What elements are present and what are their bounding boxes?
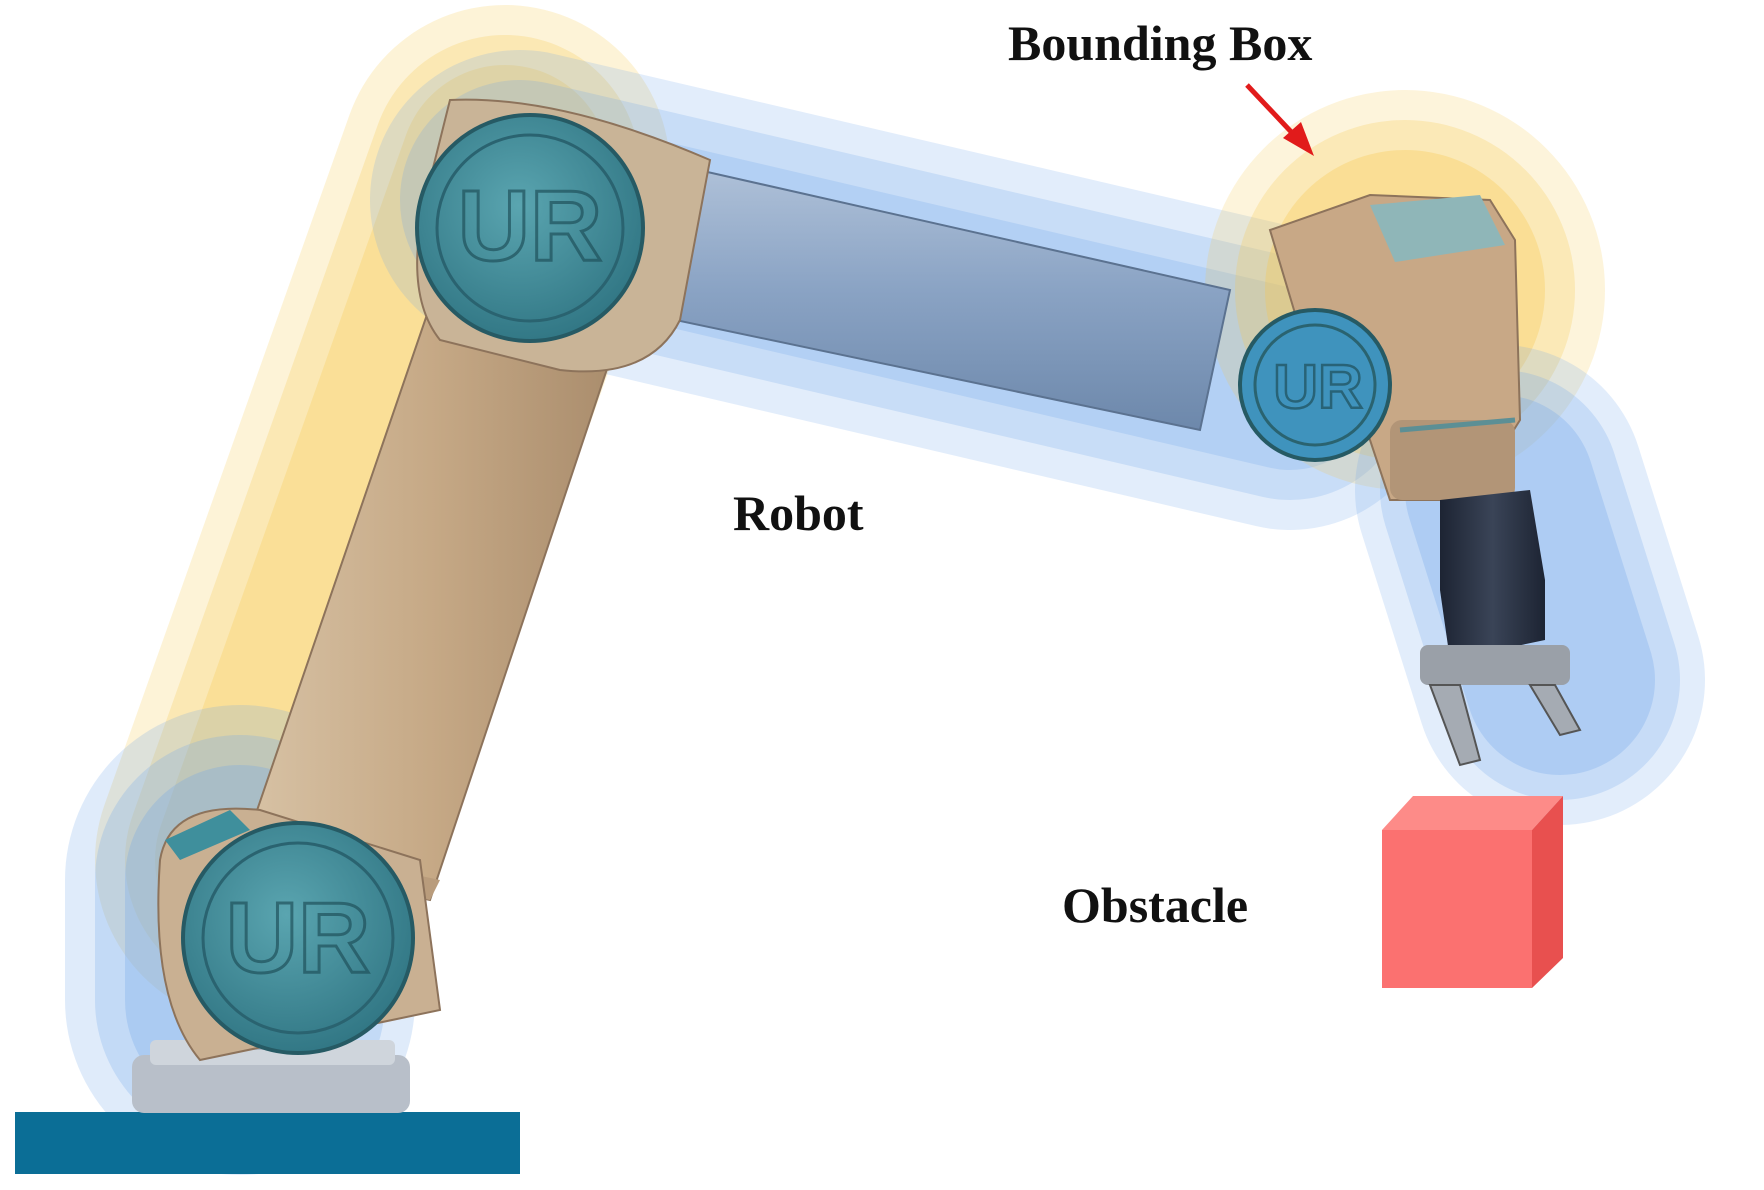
ur-logo: UR (226, 882, 370, 994)
base-plate (15, 1112, 520, 1174)
obstacle-top-face (1382, 796, 1563, 830)
joint-cap-shoulder: UR (181, 821, 415, 1055)
joint-cap-elbow: UR (415, 113, 645, 343)
robot-label: Robot (733, 485, 864, 541)
obstacle-front-face (1382, 830, 1532, 988)
robot-gripper (1420, 490, 1582, 767)
robot-wrist (1268, 193, 1522, 501)
robot: UR UR UR (132, 98, 1582, 1113)
bbox-arrow (1245, 83, 1314, 156)
ur-logo: UR (1273, 353, 1363, 422)
obstacle-label: Obstacle (1062, 877, 1249, 933)
joint-cap-wrist: UR (1238, 308, 1392, 462)
bounding-box-label: Bounding Box (1008, 15, 1313, 71)
ur-logo: UR (458, 170, 602, 282)
obstacle-side-face (1532, 796, 1563, 988)
obstacle-cube (1382, 796, 1563, 988)
